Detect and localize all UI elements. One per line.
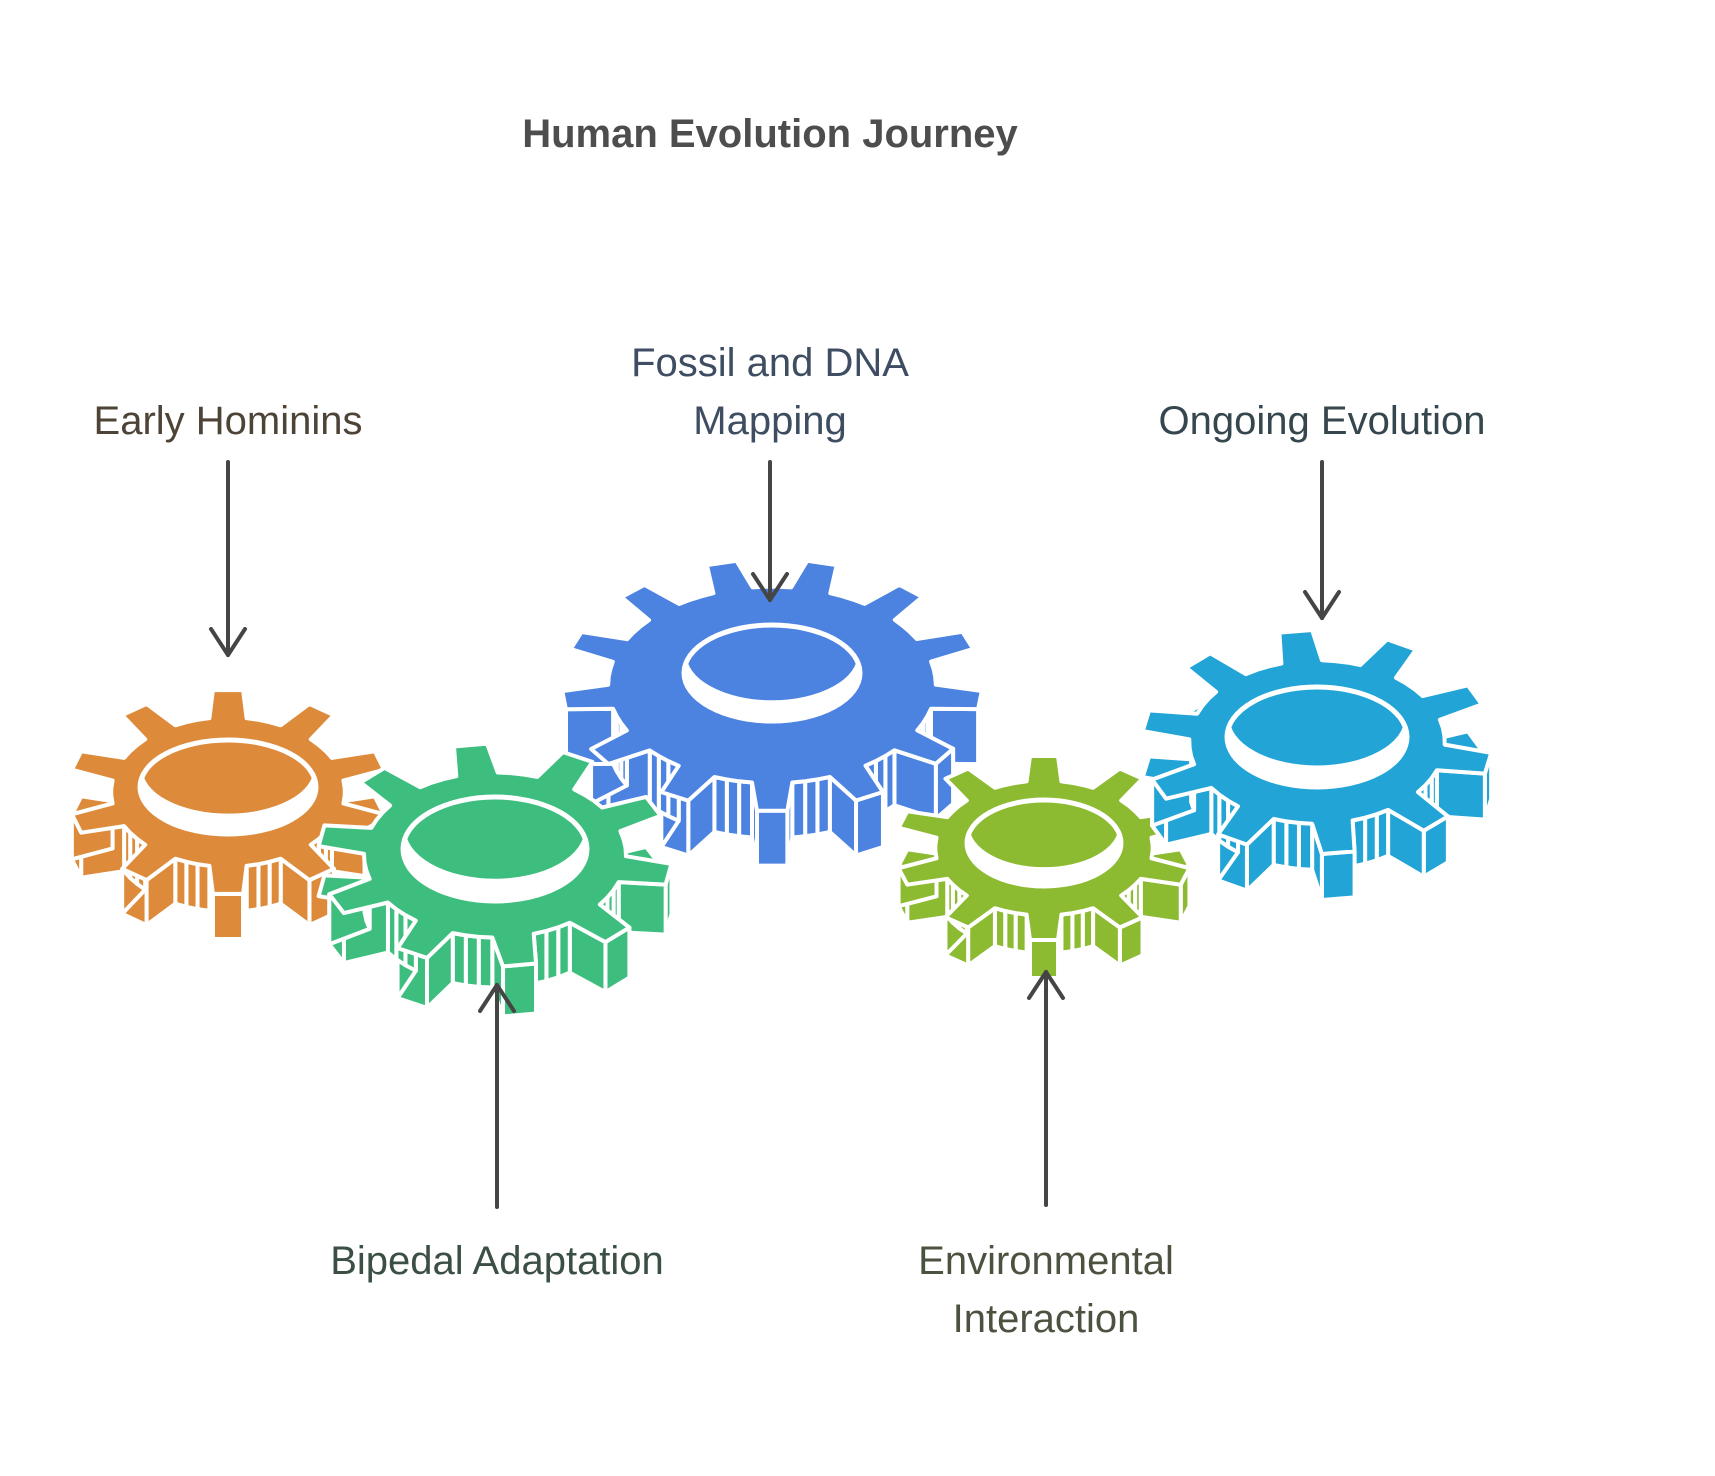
label-text: Fossil and DNA [631, 341, 909, 385]
label-text: Environmental [918, 1239, 1174, 1283]
label-text: Mapping [693, 399, 847, 443]
arrow-environmental-interaction [1027, 970, 1065, 1207]
label-text: Bipedal Adaptation [330, 1239, 664, 1283]
label-early-hominins: Early Hominins [94, 392, 363, 450]
label-bipedal-adaptation: Bipedal Adaptation [330, 1232, 664, 1290]
label-fossil-and-dna-mapping: Fossil and DNA Mapping [631, 334, 909, 450]
gear-environmental-interaction [896, 754, 1192, 980]
gear-ongoing-evolution [1140, 628, 1494, 902]
label-ongoing-evolution: Ongoing Evolution [1159, 392, 1486, 450]
diagram-title: Human Evolution Journey [522, 112, 1018, 156]
arrow-bipedal-adaptation [478, 983, 516, 1209]
arrow-early-hominins [209, 460, 247, 657]
label-environmental-interaction: Environmental Interaction [918, 1232, 1174, 1348]
label-text: Ongoing Evolution [1158, 399, 1486, 443]
arrow-fossil-and-dna-mapping [751, 460, 789, 602]
gear-early-hominins [69, 688, 387, 941]
gear-fossil-and-dna-mapping [560, 558, 984, 868]
gear-bipedal-adaptation [316, 741, 674, 1019]
label-text: Early Hominins [93, 399, 363, 443]
arrow-ongoing-evolution [1303, 460, 1341, 620]
label-text: Interaction [952, 1297, 1140, 1341]
